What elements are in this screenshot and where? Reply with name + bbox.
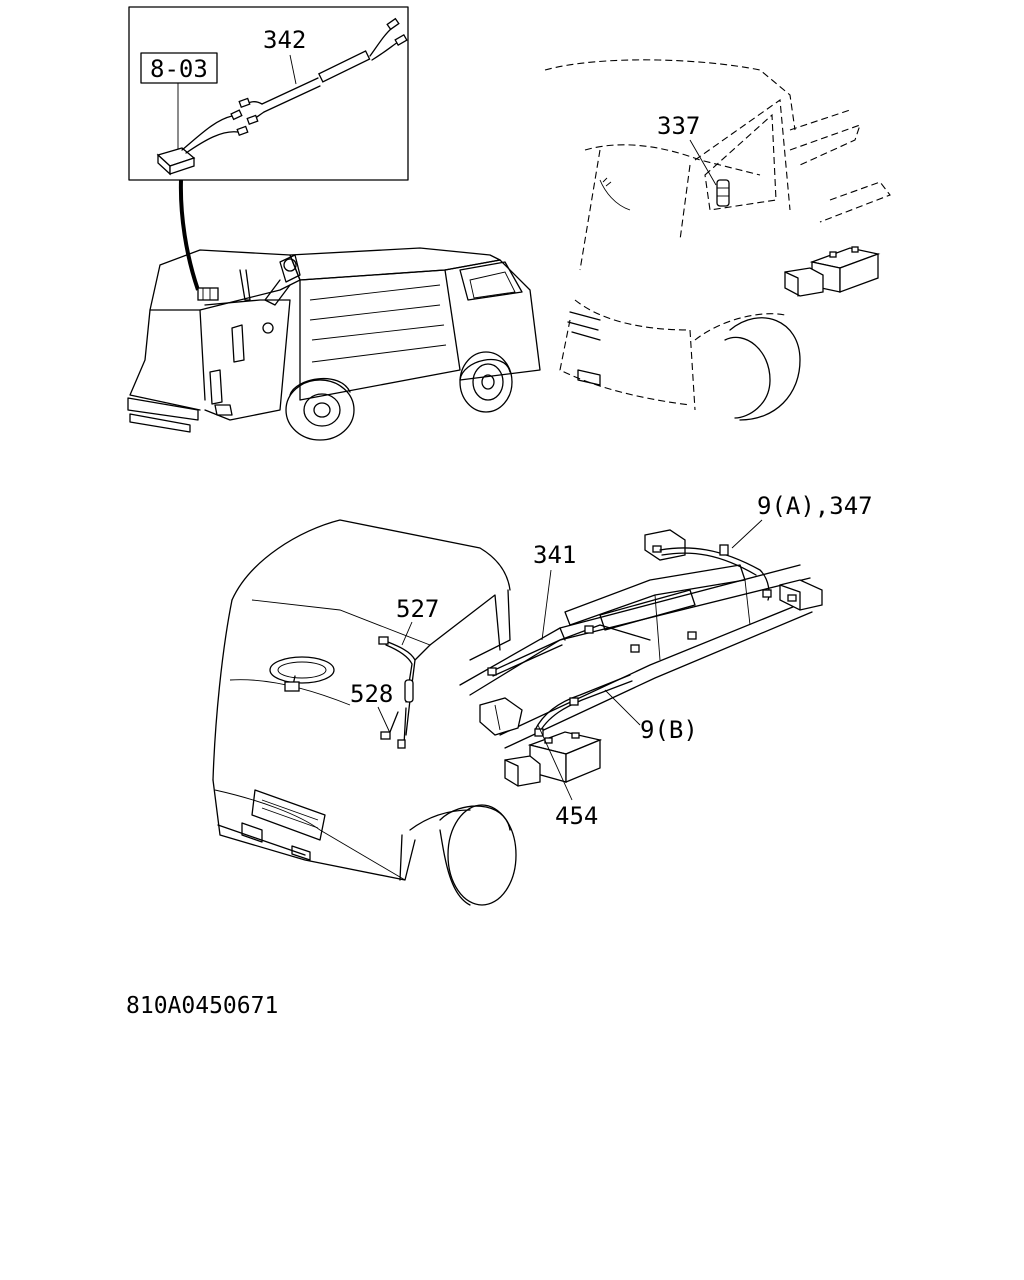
harness-9b — [534, 674, 633, 737]
part-337-icon — [716, 179, 730, 207]
steering-wheel-icon — [269, 656, 335, 692]
ref-box-8-03 — [140, 52, 218, 84]
leader-527 — [401, 621, 413, 646]
garbage-truck-illustration — [127, 247, 541, 441]
leader-528 — [377, 706, 391, 734]
cab-battery-view: 337 — [544, 59, 891, 421]
leader-342 — [289, 54, 297, 85]
leader-454 — [537, 724, 573, 801]
harness-527-528 — [378, 636, 431, 749]
label-8-03: 8-03 — [150, 55, 208, 83]
leader-337 — [689, 139, 717, 186]
label-341: 341 — [533, 541, 576, 569]
label-337: 337 — [657, 112, 700, 140]
harness-342 — [238, 17, 408, 126]
harness-341 — [487, 624, 651, 677]
label-9b: 9(B) — [640, 716, 698, 744]
label-342: 342 — [263, 26, 306, 54]
leader-9b — [604, 689, 641, 726]
connector-block-icon — [156, 147, 196, 176]
pointer-line — [178, 179, 200, 291]
inset-detail: 8-03 342 — [128, 6, 409, 291]
leader-9a-347 — [731, 519, 763, 549]
leader-341 — [541, 569, 552, 641]
label-9a-347: 9(A),347 — [757, 492, 873, 520]
label-527: 527 — [396, 595, 439, 623]
chassis-cab-illustration: 341 9(A),347 527 528 9(B) 454 — [212, 492, 873, 906]
drawing-code: 810A0450671 — [126, 993, 278, 1019]
harness-9a — [659, 544, 772, 640]
label-528: 528 — [350, 680, 393, 708]
label-454: 454 — [555, 802, 598, 830]
inset-frame — [128, 6, 409, 181]
